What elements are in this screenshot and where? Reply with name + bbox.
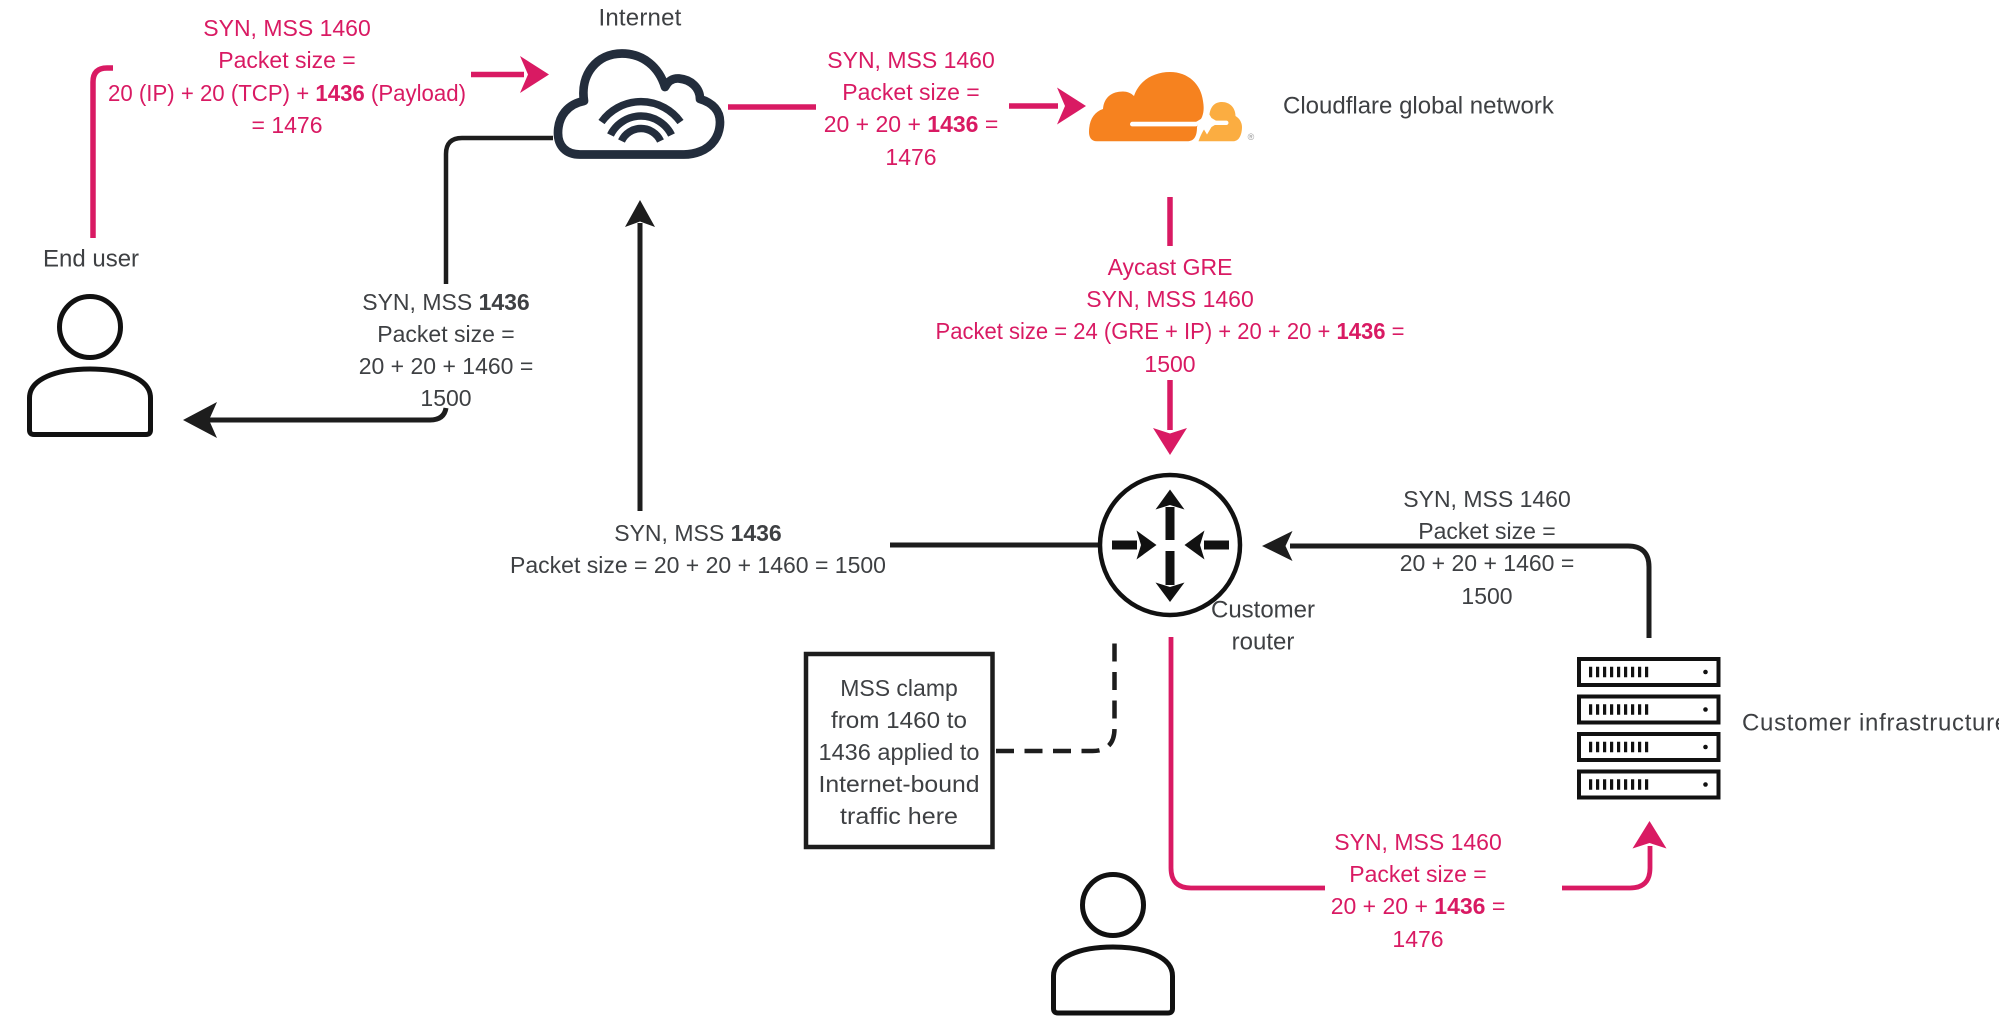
svg-text:1476: 1476 bbox=[885, 144, 936, 170]
svg-text:SYN, MSS 1460: SYN, MSS 1460 bbox=[203, 15, 370, 41]
svg-text:SYN, MSS 1460: SYN, MSS 1460 bbox=[1086, 286, 1253, 312]
svg-text:1500: 1500 bbox=[420, 385, 471, 411]
svg-text:20 (IP) + 20 (TCP) + 1436 (Pay: 20 (IP) + 20 (TCP) + 1436 (Payload) bbox=[108, 80, 466, 106]
svg-text:MSS clamp: MSS clamp bbox=[840, 675, 958, 701]
svg-text:Internet: Internet bbox=[599, 5, 682, 32]
svg-text:1436 applied to: 1436 applied to bbox=[819, 739, 980, 765]
svg-text:Cloudflare global network: Cloudflare global network bbox=[1283, 93, 1555, 120]
svg-text:SYN, MSS 1460: SYN, MSS 1460 bbox=[827, 47, 994, 73]
svg-text:SYN, MSS 1436: SYN, MSS 1436 bbox=[614, 520, 781, 546]
svg-text:Packet size = 24 (GRE + IP) +: Packet size = 24 (GRE + IP) + 20 + 20 + … bbox=[936, 318, 1405, 344]
svg-text:Packet size =: Packet size = bbox=[377, 321, 514, 347]
svg-text:1476: 1476 bbox=[1392, 926, 1443, 952]
svg-text:Customer: Customer bbox=[1211, 597, 1315, 624]
svg-text:SYN, MSS 1436: SYN, MSS 1436 bbox=[362, 289, 529, 315]
svg-text:= 1476: = 1476 bbox=[252, 112, 323, 138]
svg-text:from 1460 to: from 1460 to bbox=[831, 707, 967, 733]
svg-text:SYN, MSS 1460: SYN, MSS 1460 bbox=[1334, 829, 1501, 855]
svg-text:Packet size =: Packet size = bbox=[218, 47, 355, 73]
svg-text:1500: 1500 bbox=[1461, 583, 1512, 609]
svg-text:1500: 1500 bbox=[1144, 351, 1195, 377]
svg-text:Packet size =: Packet size = bbox=[1349, 861, 1486, 887]
svg-text:Packet size = 20 + 20 + 1460 =: Packet size = 20 + 20 + 1460 = 1500 bbox=[510, 552, 886, 578]
svg-text:®: ® bbox=[1248, 132, 1255, 142]
svg-text:20 + 20 + 1460 =: 20 + 20 + 1460 = bbox=[359, 353, 534, 379]
svg-text:Packet size =: Packet size = bbox=[1418, 518, 1555, 544]
svg-text:End user: End user bbox=[43, 246, 139, 273]
svg-text:20 + 20 + 1436 =: 20 + 20 + 1436 = bbox=[824, 111, 999, 137]
svg-text:20 + 20 + 1436 =: 20 + 20 + 1436 = bbox=[1331, 893, 1506, 919]
svg-text:Customer infrastructure: Customer infrastructure bbox=[1742, 710, 1999, 737]
svg-text:SYN, MSS 1460: SYN, MSS 1460 bbox=[1403, 486, 1570, 512]
svg-text:20 + 20 + 1460 =: 20 + 20 + 1460 = bbox=[1400, 550, 1575, 576]
svg-text:traffic here: traffic here bbox=[840, 803, 958, 829]
svg-text:Packet size =: Packet size = bbox=[842, 79, 979, 105]
svg-text:Aycast GRE: Aycast GRE bbox=[1108, 254, 1233, 280]
svg-text:router: router bbox=[1232, 629, 1295, 656]
svg-text:Internet-bound: Internet-bound bbox=[819, 771, 980, 797]
